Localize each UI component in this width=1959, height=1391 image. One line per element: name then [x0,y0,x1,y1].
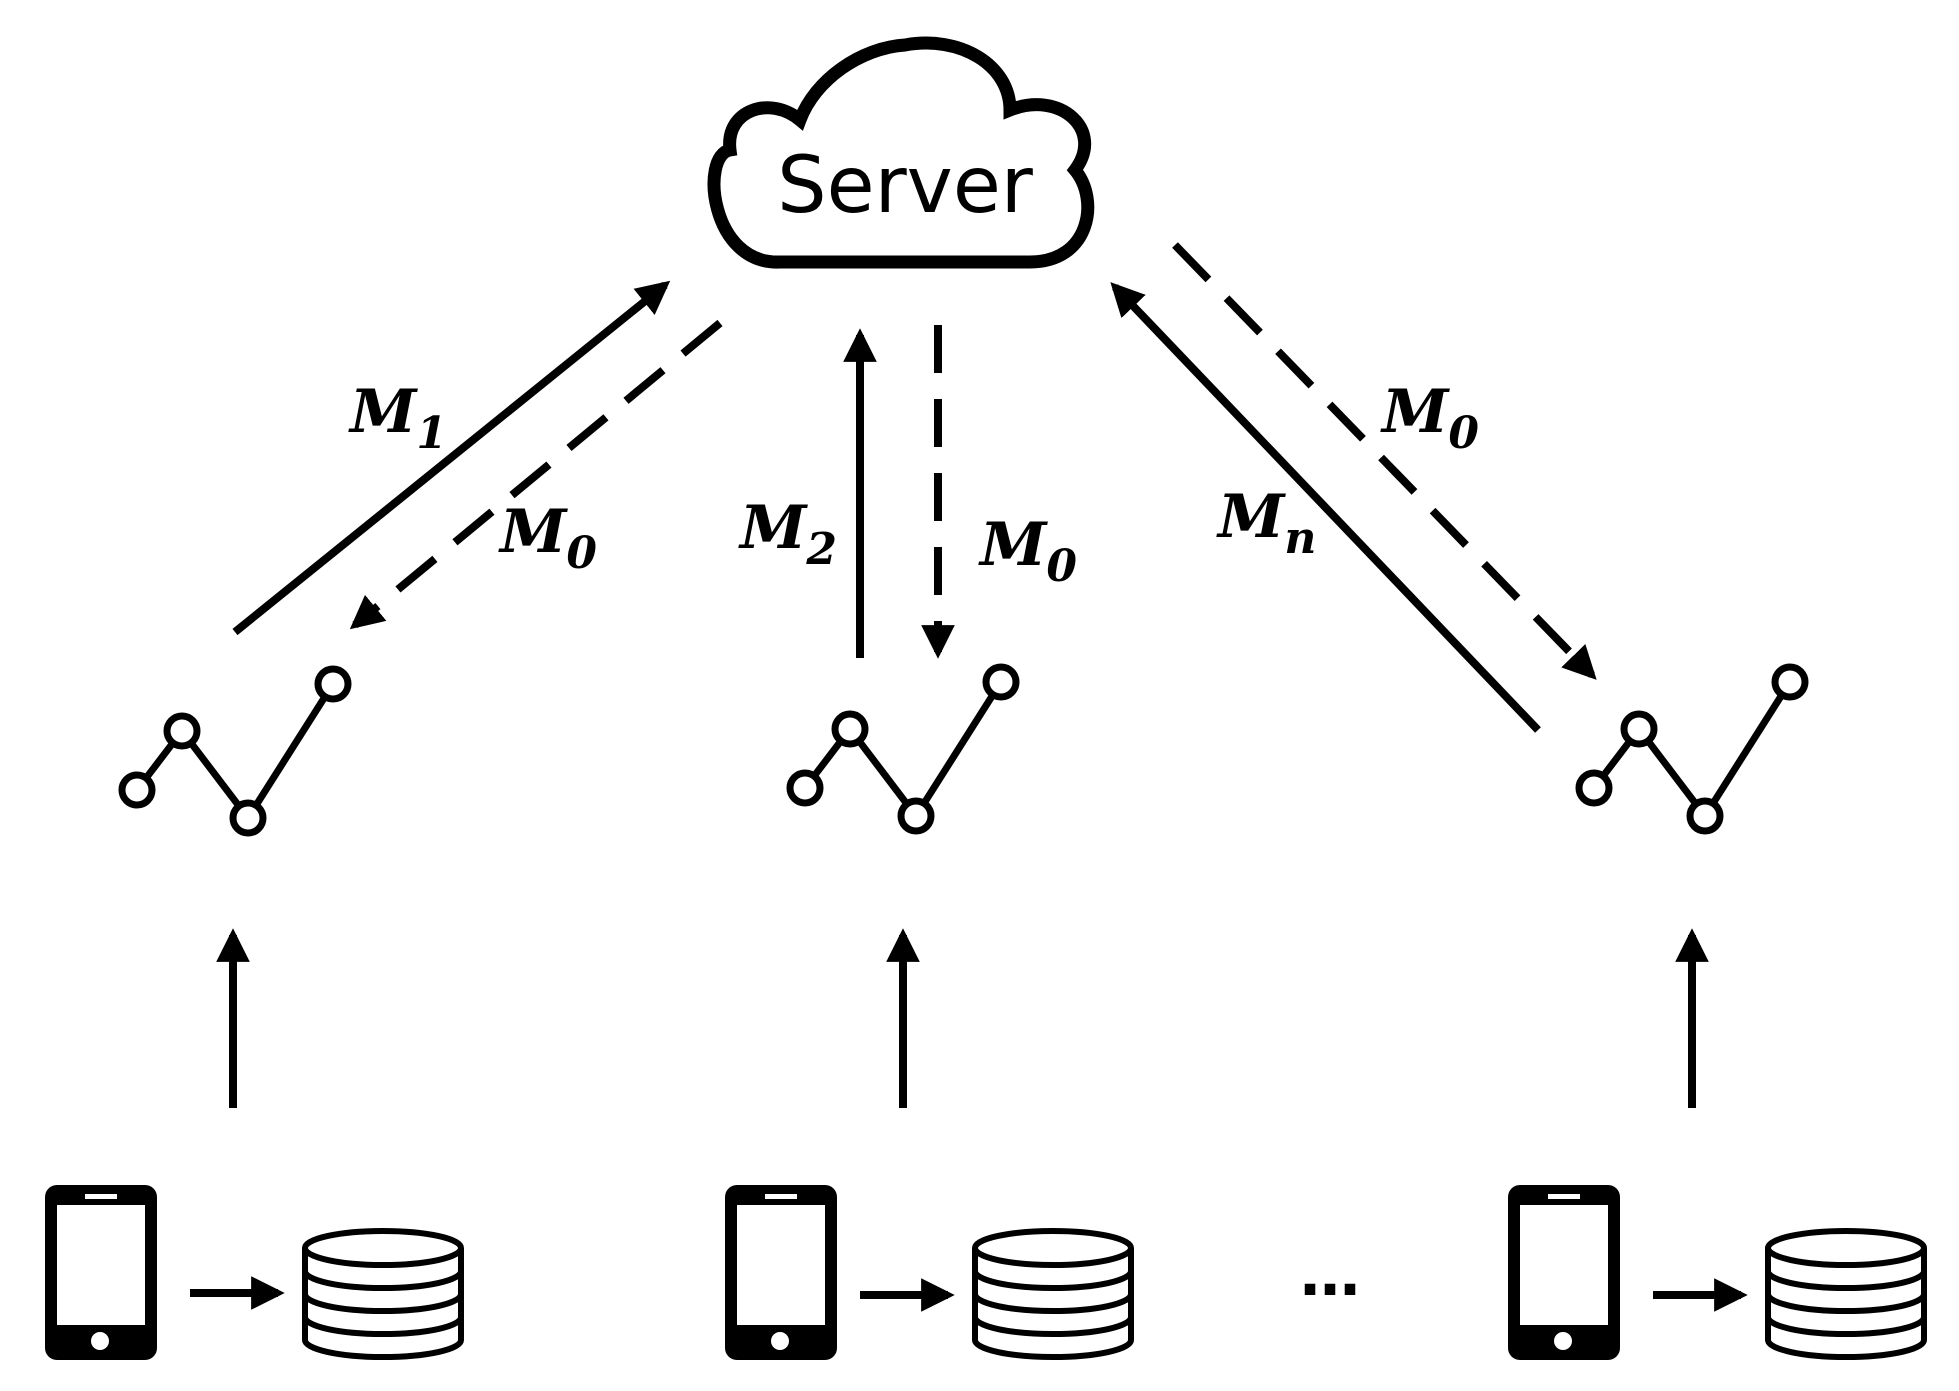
smartphone-icon [725,1185,837,1360]
label-m0-client-1: M0 [498,497,597,579]
client-n-device [1508,1185,1927,1360]
server-label: Server [777,141,1034,231]
upload-arrow-client-1 [232,280,671,636]
download-arrow-client-1 [349,319,723,630]
cloud-icon [707,36,1095,269]
database-icon [1765,1228,1927,1360]
download-arrow-client-n [1172,242,1597,680]
label-m2: M2 [738,493,837,575]
model-graph-icon [1575,663,1809,835]
model-graph-icon [118,665,352,837]
smartphone-icon [1508,1185,1620,1360]
ellipsis: … [1300,1240,1360,1310]
upload-arrow-client-n [1110,282,1541,733]
client-2-device [725,1185,1134,1360]
database-icon [972,1228,1134,1360]
label-m1: M1 [348,377,447,459]
label-m0-client-2: M0 [978,510,1077,592]
label-mn: Mn [1216,482,1316,564]
label-m0-client-n: M0 [1380,377,1479,459]
database-icon [302,1228,464,1360]
smartphone-icon [45,1185,157,1360]
client-1-device [45,1185,464,1360]
model-graph-icon [786,663,1020,835]
server-cloud: Server [707,36,1095,269]
